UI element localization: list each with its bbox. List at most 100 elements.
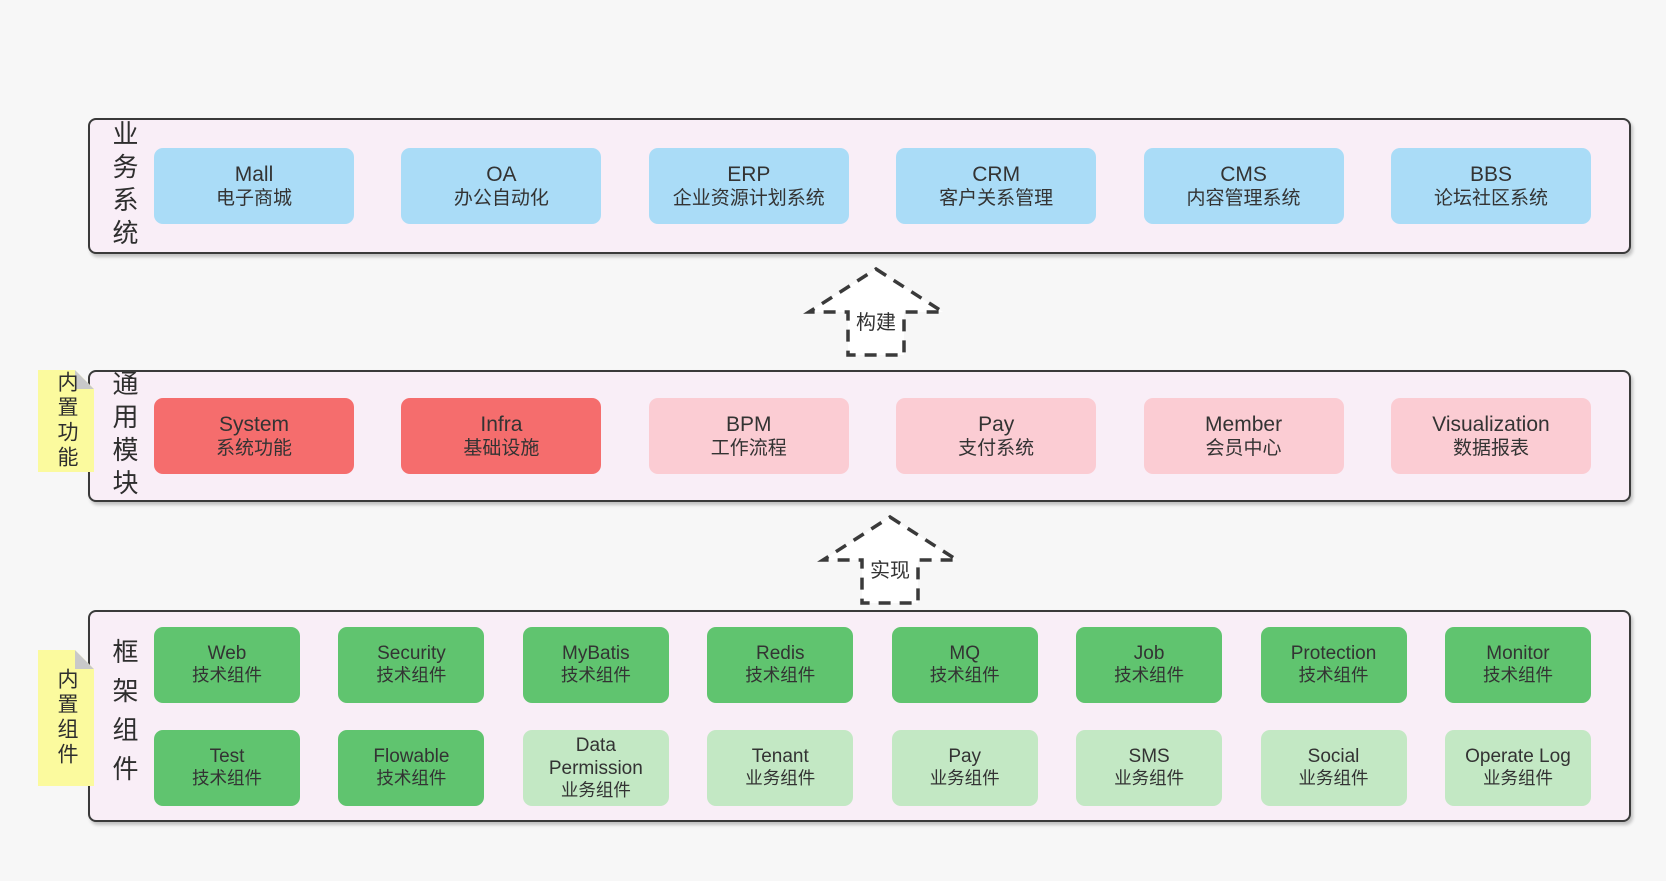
box-title: Member bbox=[1205, 412, 1283, 436]
business-systems-row: Mall 电子商城 OA 办公自动化 ERP 企业资源计划系统 CRM 客户关系… bbox=[154, 148, 1591, 224]
box-title: Monitor bbox=[1486, 643, 1550, 665]
box-subtitle: 电子商城 bbox=[215, 188, 292, 210]
box-web: Web 技术组件 bbox=[154, 626, 300, 703]
box-subtitle: 支付系统 bbox=[958, 438, 1035, 460]
box-data-permission: Data Permission 业务组件 bbox=[522, 729, 669, 806]
box-tenant: Tenant 业务组件 bbox=[707, 729, 854, 806]
box-system: System 系统功能 bbox=[154, 398, 354, 474]
box-mybatis: MyBatis 技术组件 bbox=[522, 626, 669, 703]
box-subtitle: 技术组件 bbox=[560, 665, 631, 686]
box-title: BPM bbox=[726, 412, 772, 436]
box-title: Job bbox=[1133, 643, 1165, 665]
box-flowable: Flowable 技术组件 bbox=[338, 729, 485, 806]
arrow-label: 构建 bbox=[853, 310, 899, 336]
common-modules-band: 通用模块 System 系统功能 Infra 基础设施 BPM 工作流程 Pay… bbox=[88, 370, 1631, 502]
implement-arrow: 实现 bbox=[810, 514, 970, 606]
box-title: System bbox=[218, 412, 289, 436]
box-title: BBS bbox=[1469, 162, 1512, 186]
sticky-note-text: 内置功能 bbox=[55, 371, 78, 471]
box-title: Pay bbox=[948, 746, 982, 768]
box-subtitle: 工作流程 bbox=[710, 438, 787, 460]
box-subtitle: 技术组件 bbox=[192, 665, 262, 686]
box-title: Redis bbox=[755, 643, 805, 665]
box-title: Web bbox=[207, 643, 247, 665]
box-title: CRM bbox=[972, 162, 1021, 186]
box-subtitle: 内容管理系统 bbox=[1186, 188, 1301, 210]
sticky-note-text: 内置组件 bbox=[55, 668, 78, 768]
box-title: Infra bbox=[480, 412, 523, 436]
box-subtitle: 企业资源计划系统 bbox=[672, 188, 825, 210]
technical-components-row: Web 技术组件 Security 技术组件 MyBatis 技术组件 Redi… bbox=[154, 626, 1591, 703]
box-subtitle: 业务组件 bbox=[1114, 768, 1185, 789]
box-sms: SMS 业务组件 bbox=[1076, 729, 1223, 806]
box-subtitle: 业务组件 bbox=[560, 780, 631, 800]
box-subtitle: 数据报表 bbox=[1452, 438, 1529, 460]
box-title: Visualization bbox=[1432, 412, 1550, 436]
build-arrow: 构建 bbox=[796, 266, 956, 358]
box-member: Member 会员中心 bbox=[1143, 398, 1344, 474]
band-title-framework-components: 框架组件 bbox=[109, 638, 139, 794]
box-title: Protection bbox=[1290, 643, 1377, 665]
box-bbs: BBS 论坛社区系统 bbox=[1390, 148, 1591, 224]
box-social: Social 业务组件 bbox=[1260, 729, 1407, 806]
band-title-common-modules: 通用模块 bbox=[109, 370, 139, 502]
box-pay: Pay 支付系统 bbox=[896, 398, 1097, 474]
box-subtitle: 技术组件 bbox=[376, 665, 447, 686]
box-security: Security 技术组件 bbox=[338, 626, 485, 703]
box-subtitle: 技术组件 bbox=[929, 665, 1000, 686]
box-subtitle: 技术组件 bbox=[1482, 665, 1553, 686]
box-mall: Mall 电子商城 bbox=[154, 148, 354, 224]
sticky-note-built-in-features: 内置功能 bbox=[38, 370, 94, 472]
box-job: Job 技术组件 bbox=[1076, 626, 1223, 703]
box-title: Pay bbox=[978, 412, 1015, 436]
box-subtitle: 技术组件 bbox=[376, 768, 447, 789]
business-components-row: Test 技术组件 Flowable 技术组件 Data Permission … bbox=[154, 729, 1591, 806]
box-erp: ERP 企业资源计划系统 bbox=[648, 148, 849, 224]
box-cms: CMS 内容管理系统 bbox=[1143, 148, 1344, 224]
box-subtitle: 业务组件 bbox=[1482, 768, 1553, 789]
box-subtitle: 办公自动化 bbox=[453, 188, 549, 210]
box-title: SMS bbox=[1128, 746, 1170, 768]
box-mq: MQ 技术组件 bbox=[891, 626, 1038, 703]
box-subtitle: 业务组件 bbox=[745, 768, 816, 789]
box-test: Test 技术组件 bbox=[154, 729, 300, 806]
box-title: OA bbox=[486, 162, 517, 186]
box-title: Data Permission bbox=[548, 734, 643, 779]
sticky-note-built-in-components: 内置组件 bbox=[38, 650, 94, 786]
box-operate-log: Operate Log 业务组件 bbox=[1444, 729, 1591, 806]
box-subtitle: 论坛社区系统 bbox=[1433, 188, 1548, 210]
box-monitor: Monitor 技术组件 bbox=[1444, 626, 1591, 703]
box-subtitle: 业务组件 bbox=[1298, 768, 1369, 789]
box-title: Security bbox=[377, 643, 446, 665]
arrow-label: 实现 bbox=[867, 558, 913, 584]
box-subtitle: 技术组件 bbox=[1298, 665, 1369, 686]
box-subtitle: 基础设施 bbox=[463, 438, 540, 460]
box-subtitle: 会员中心 bbox=[1205, 438, 1282, 460]
box-title: Flowable bbox=[373, 746, 450, 768]
box-subtitle: 系统功能 bbox=[215, 438, 292, 460]
box-title: Tenant bbox=[751, 746, 809, 768]
box-protection: Protection 技术组件 bbox=[1260, 626, 1407, 703]
box-title: Test bbox=[209, 746, 245, 768]
box-subtitle: 技术组件 bbox=[192, 768, 262, 789]
box-title: MQ bbox=[949, 643, 980, 665]
business-systems-band: 业务系统 Mall 电子商城 OA 办公自动化 ERP 企业资源计划系统 CRM… bbox=[88, 118, 1631, 254]
box-title: Operate Log bbox=[1465, 746, 1571, 768]
box-title: MyBatis bbox=[562, 643, 630, 665]
box-title: Mall bbox=[234, 162, 274, 186]
box-bpm: BPM 工作流程 bbox=[648, 398, 849, 474]
box-title: Social bbox=[1307, 746, 1360, 768]
box-oa: OA 办公自动化 bbox=[401, 148, 602, 224]
box-subtitle: 技术组件 bbox=[745, 665, 816, 686]
framework-components-band: 框架组件 Web 技术组件 Security 技术组件 MyBatis 技术组件… bbox=[88, 610, 1631, 822]
box-redis: Redis 技术组件 bbox=[707, 626, 854, 703]
box-title: CMS bbox=[1220, 162, 1267, 186]
box-subtitle: 业务组件 bbox=[929, 768, 1000, 789]
box-pay-biz: Pay 业务组件 bbox=[891, 729, 1038, 806]
common-modules-row: System 系统功能 Infra 基础设施 BPM 工作流程 Pay 支付系统… bbox=[154, 398, 1591, 474]
box-subtitle: 技术组件 bbox=[1114, 665, 1185, 686]
box-infra: Infra 基础设施 bbox=[401, 398, 602, 474]
band-title-business-systems: 业务系统 bbox=[109, 120, 139, 252]
box-visualization: Visualization 数据报表 bbox=[1390, 398, 1591, 474]
